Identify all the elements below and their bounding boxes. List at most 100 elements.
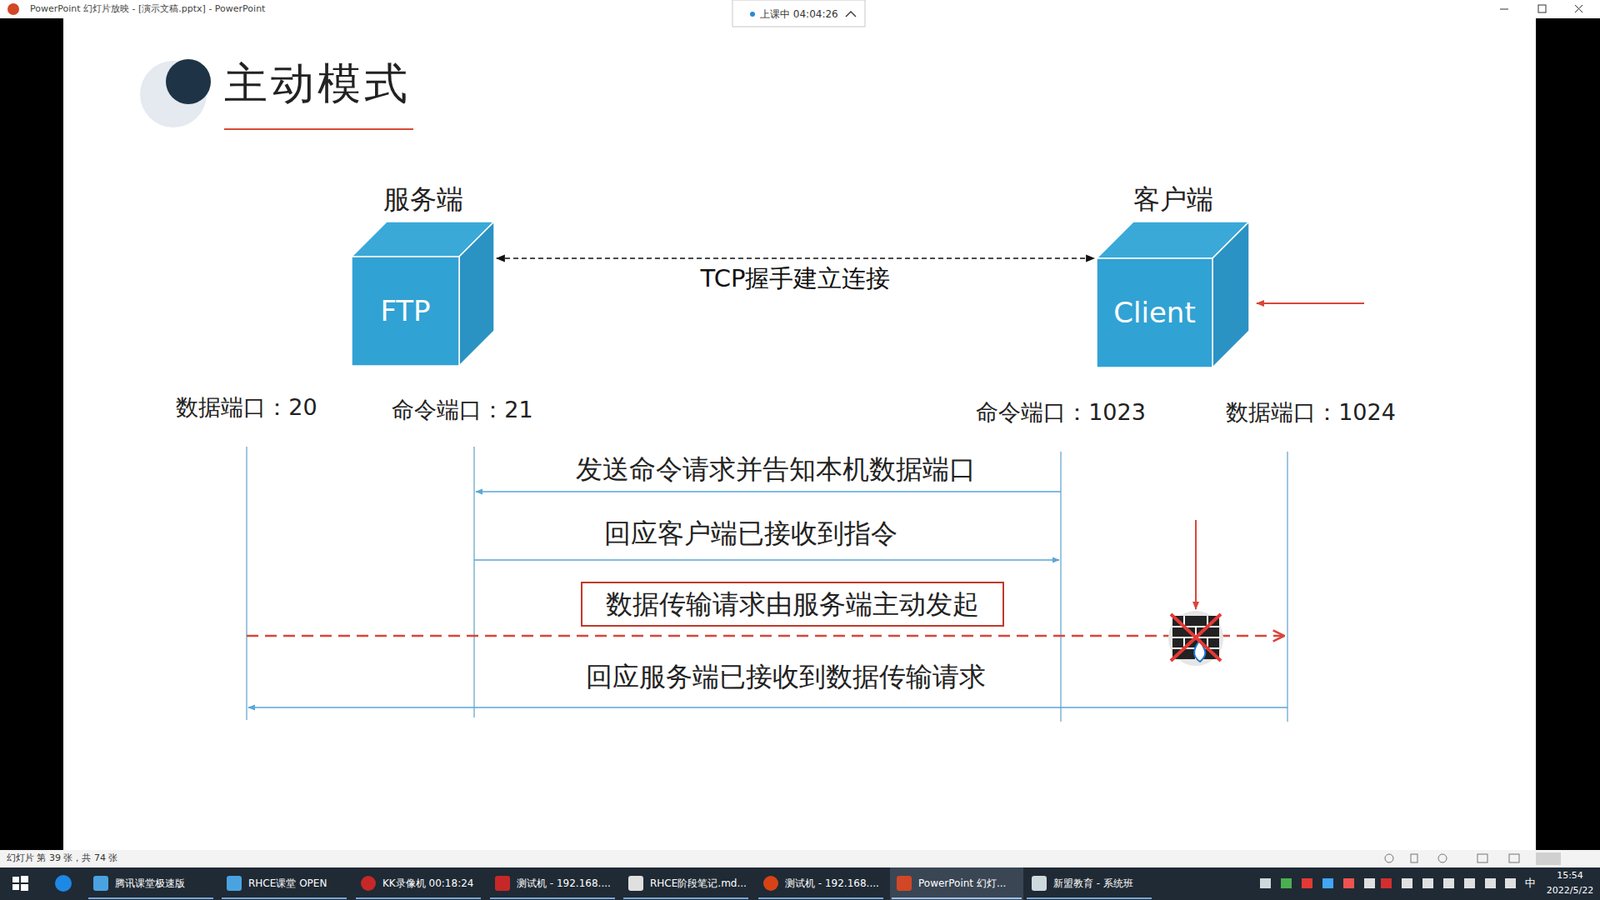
view-icon (1410, 854, 1418, 863)
clock-time: 15:54 (1556, 870, 1584, 881)
task-underline (891, 897, 1022, 900)
title-underline (224, 128, 414, 130)
task-icon (226, 875, 242, 891)
task-icon (495, 875, 510, 891)
taskbar (0, 867, 1600, 900)
slide-title: 主动模式 (224, 57, 411, 110)
task-icon (763, 875, 779, 891)
task-icon (360, 875, 376, 891)
lifeline (473, 446, 475, 718)
tray-icon (1485, 878, 1496, 889)
task-label: RHCE课堂 OPEN (248, 877, 327, 890)
task-label: PowerPoint 幻灯... (918, 877, 1006, 890)
clock-date: 2022/5/22 (1546, 885, 1594, 896)
tray-icon (1322, 878, 1334, 889)
view-icon (1509, 854, 1520, 863)
task-underline (221, 897, 347, 900)
minimize-button (1500, 9, 1509, 10)
task-underline (490, 897, 615, 900)
cube-shape (351, 221, 495, 366)
message-label: 发送命令请求并告知本机数据端口 (575, 453, 976, 485)
note-box: 数据传输请求由服务端主动发起 (580, 581, 1005, 627)
port-label: 命令端口：1023 (975, 399, 1146, 426)
task-icon (896, 875, 912, 891)
input-method: 中 (1525, 876, 1536, 890)
port-label: 数据端口：1024 (1225, 399, 1396, 426)
status-dot (750, 11, 755, 17)
port-label: 数据端口：20 (175, 394, 317, 421)
cube-shape (1096, 221, 1250, 368)
tray-icon (1260, 878, 1271, 889)
task-label: 腾讯课堂极速版 (115, 877, 185, 890)
timer-text: 上课中 04:04:26 (760, 8, 839, 20)
firewall-ground (1168, 610, 1224, 666)
message-label: 回应服务端已接收到数据传输请求 (585, 660, 986, 693)
nav-icon (1438, 854, 1447, 863)
tray-icon (1301, 878, 1313, 889)
task-icon (1031, 875, 1047, 891)
connector (496, 257, 1095, 260)
tray-icon (1422, 878, 1434, 889)
tray-icon (1364, 878, 1375, 889)
message-arrow (475, 490, 1061, 493)
block-cross (1170, 614, 1221, 661)
message-arrow (248, 706, 1288, 709)
status-text: 幻灯片 第 39 张，共 74 张 (6, 852, 118, 864)
task-underline (1026, 897, 1152, 900)
view-icon (1535, 852, 1561, 865)
node-heading: 客户端 (1096, 176, 1250, 222)
task-icons (93, 875, 1047, 891)
server-cube: 服务端 FTP (351, 176, 495, 366)
lifeline (1286, 451, 1289, 722)
active-task (890, 867, 1024, 900)
collapse-caret (845, 11, 856, 17)
cube-front (1096, 258, 1213, 368)
message-label: 回应客户端已接收到指令 (604, 517, 898, 550)
task-label: 新盟教育 - 系统班 (1053, 877, 1134, 890)
title-dot (165, 59, 211, 105)
tray-icon (1380, 878, 1392, 889)
tray-icons (1260, 878, 1516, 889)
server-cube: 客户端 Client (1096, 176, 1250, 368)
window-title: PowerPoint 幻灯片放映 - [演示文稿.pptx] - PowerPo… (30, 3, 265, 15)
node-label: FTP (351, 256, 460, 366)
node-label: Client (1096, 258, 1213, 368)
task-underlines (88, 898, 1152, 900)
message-arrow (474, 559, 1060, 561)
cube-side (459, 221, 495, 366)
tray-icon (1443, 878, 1455, 889)
task-label: KK录像机 00:18:24 (382, 877, 474, 890)
cube-front (351, 256, 460, 366)
data-request-arrow (246, 635, 1285, 638)
tray-icon (1505, 878, 1516, 889)
task-label: 测试机 - 192.168.... (516, 877, 611, 890)
task-icon (93, 875, 109, 891)
app-icon (7, 3, 20, 15)
tray-icon (1280, 878, 1292, 889)
lifeline (245, 446, 248, 720)
close-button (1575, 5, 1583, 13)
task-label: 测试机 - 192.168.... (785, 877, 880, 890)
slide (63, 18, 1536, 850)
tray-icon (1464, 878, 1475, 889)
timer-badge (732, 0, 865, 27)
browser-icon (55, 875, 72, 892)
status-bar (0, 850, 1600, 868)
tray-icon (1343, 878, 1355, 889)
port-label: 命令端口：21 (391, 396, 533, 424)
task-icon (628, 875, 644, 891)
task-underline (758, 897, 884, 900)
tray-icon (1401, 878, 1413, 889)
maximize-button (1538, 5, 1546, 13)
node-label: 数据传输请求由服务端主动发起 (605, 588, 980, 620)
cube-side (1212, 221, 1250, 368)
task-underline (623, 897, 749, 900)
task-underline (88, 897, 214, 900)
block-arrow (1195, 520, 1197, 610)
task-underline (355, 897, 481, 900)
node-heading: 服务端 (351, 176, 495, 222)
nav-icon (1385, 854, 1394, 863)
view-icon (1477, 854, 1488, 863)
